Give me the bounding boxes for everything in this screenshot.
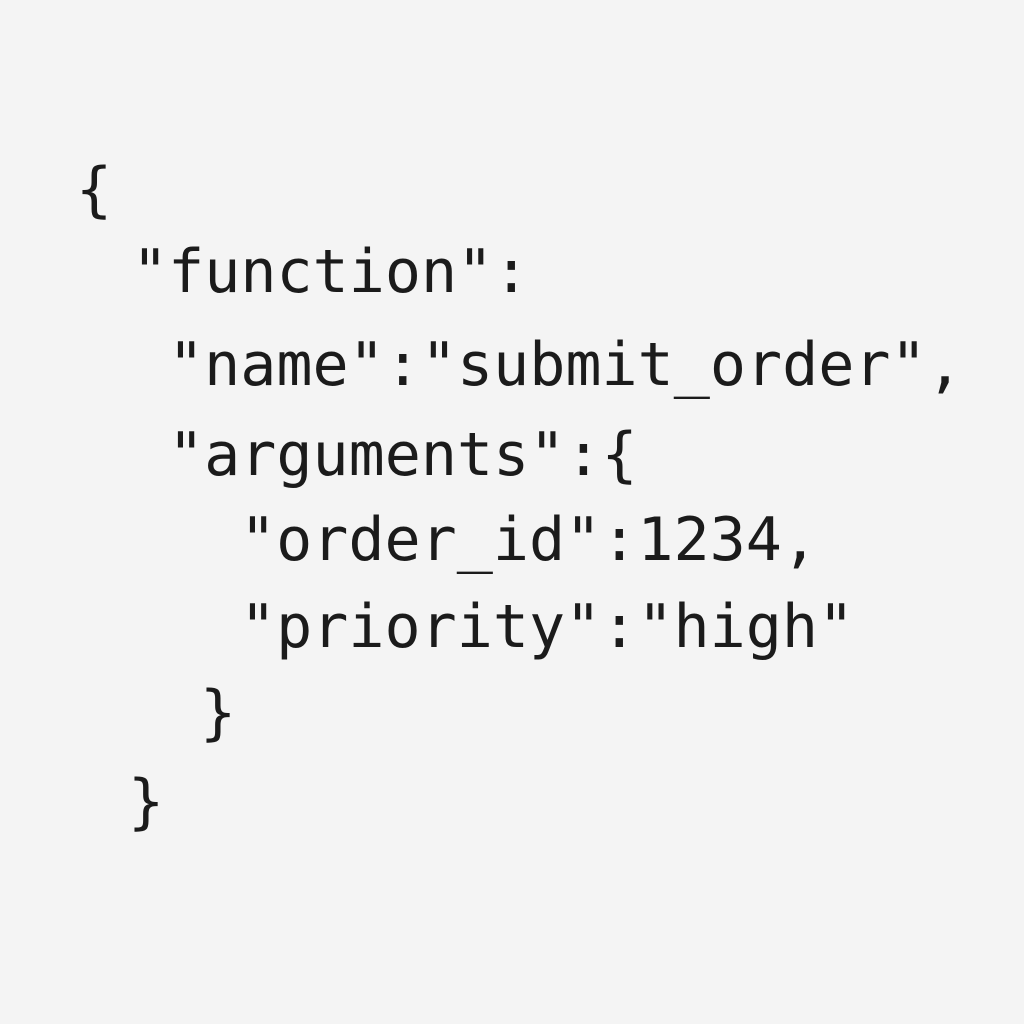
code-line-priority: "priority":"high" — [240, 592, 855, 662]
code-line-function-key: "function": — [132, 237, 530, 307]
code-line-close-arguments-brace: } — [200, 678, 237, 748]
code-line-arguments-key: "arguments":{ — [168, 420, 638, 490]
code-line-close-brace: } — [128, 767, 165, 837]
code-line-order-id: "order_id":1234, — [240, 505, 818, 575]
code-line-name: "name":"submit_order", — [168, 330, 963, 400]
code-line-open-brace: { — [76, 155, 113, 225]
